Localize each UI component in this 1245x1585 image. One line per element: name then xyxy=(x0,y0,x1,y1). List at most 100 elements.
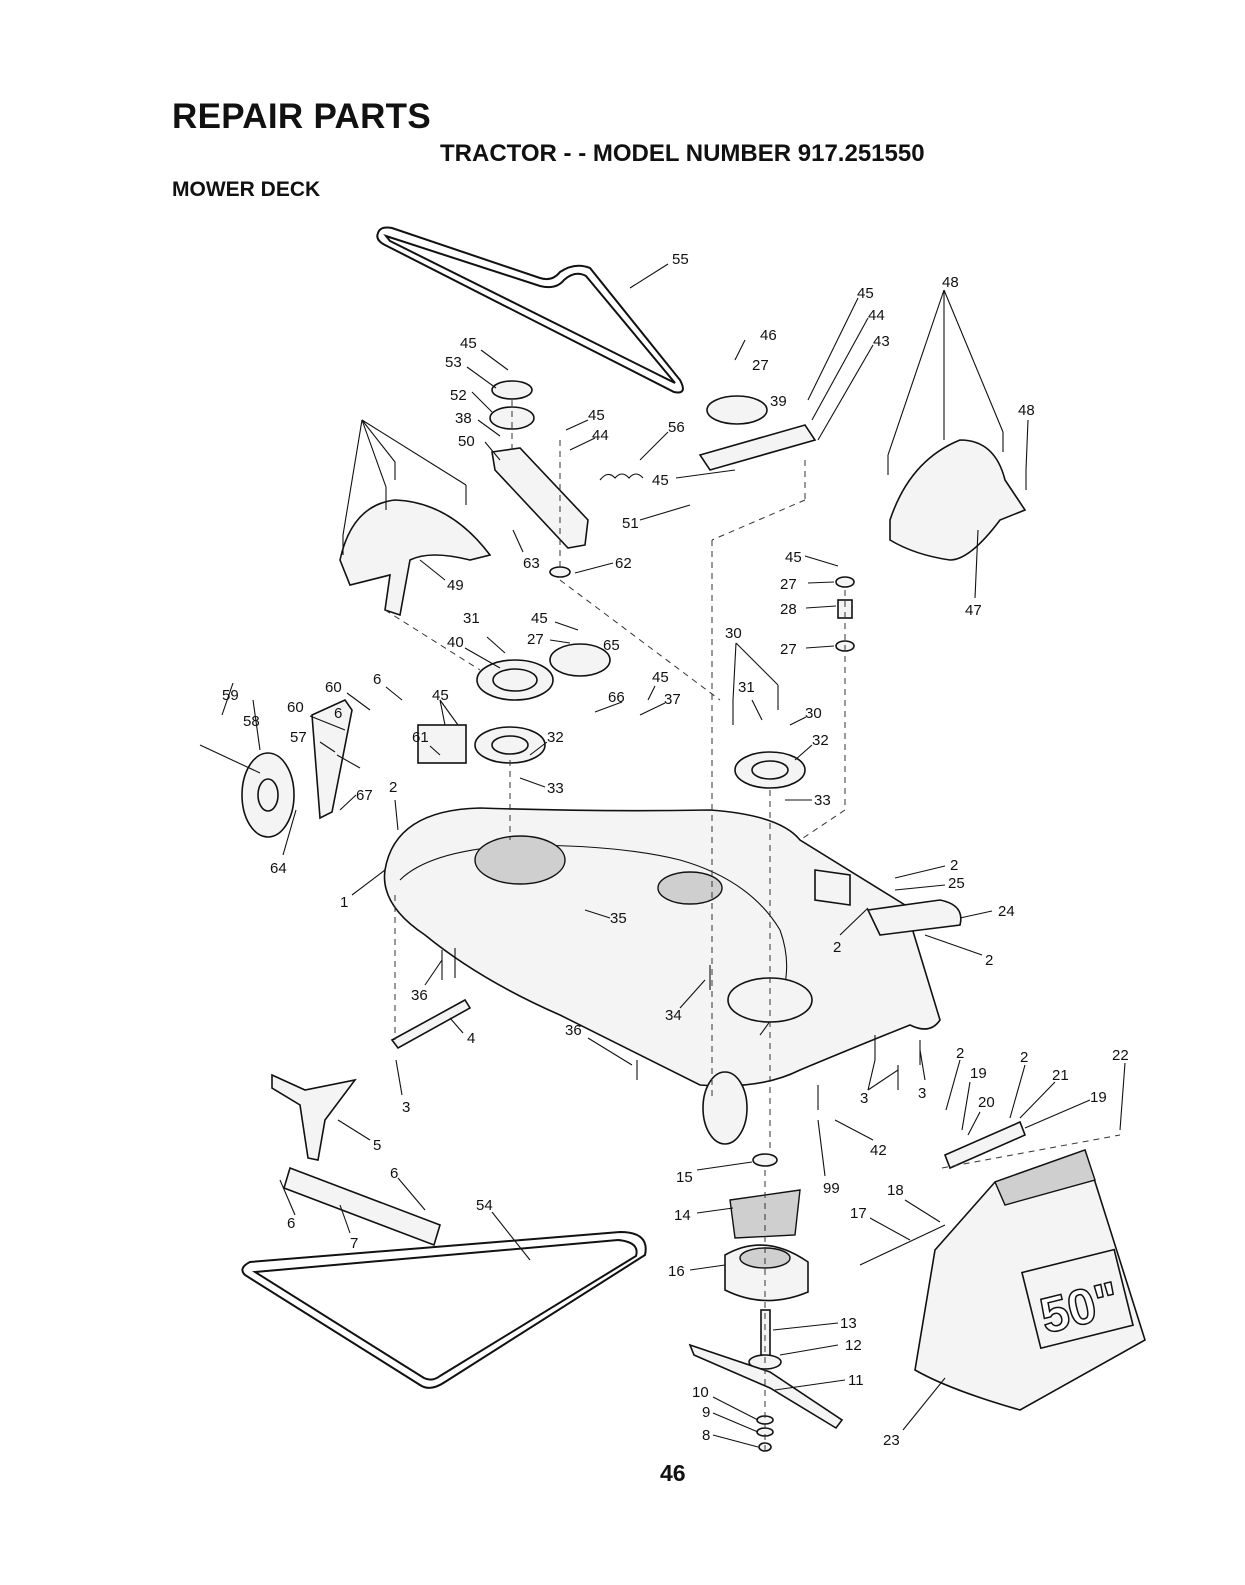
callout-56: 56 xyxy=(668,419,685,436)
callout-45: 45 xyxy=(531,610,548,627)
callout-38: 38 xyxy=(455,410,472,427)
callout-32: 32 xyxy=(547,729,564,746)
callout-6: 6 xyxy=(373,671,381,688)
assembly-lines xyxy=(384,400,1121,1450)
callout-24: 24 xyxy=(998,903,1015,920)
callout-23: 23 xyxy=(883,1432,900,1449)
callout-4: 4 xyxy=(467,1030,475,1047)
callout-30: 30 xyxy=(725,625,742,642)
callout-36: 36 xyxy=(411,987,428,1004)
bracket-5 xyxy=(271,1073,357,1161)
bearing-15 xyxy=(752,1153,778,1167)
callout-6: 6 xyxy=(334,705,342,722)
callout-27: 27 xyxy=(752,357,769,374)
callout-62: 62 xyxy=(615,555,632,572)
callout-48: 48 xyxy=(1018,402,1035,419)
callout-15: 15 xyxy=(676,1169,693,1186)
callout-14: 14 xyxy=(674,1207,691,1224)
section-heading: MOWER DECK xyxy=(172,178,321,201)
belt-upper xyxy=(376,226,684,394)
callout-21: 21 xyxy=(1052,1067,1069,1084)
callout-18: 18 xyxy=(887,1182,904,1199)
callout-42: 42 xyxy=(870,1142,887,1159)
callout-60: 60 xyxy=(325,679,342,696)
callout-46: 46 xyxy=(760,327,777,344)
callout-63: 63 xyxy=(523,555,540,572)
callout-30: 30 xyxy=(805,705,822,722)
callout-16: 16 xyxy=(668,1263,685,1280)
callout-53: 53 xyxy=(445,354,462,371)
callout-3: 3 xyxy=(918,1085,926,1102)
spring xyxy=(599,473,644,481)
callout-27: 27 xyxy=(527,631,544,648)
callout-5: 5 xyxy=(373,1137,381,1154)
callout-22: 22 xyxy=(1112,1047,1129,1064)
pulley-52 xyxy=(489,406,535,430)
washer-62 xyxy=(549,566,571,578)
deck-wheel-right xyxy=(702,1071,748,1145)
callout-34: 34 xyxy=(665,1007,682,1024)
pulley-53 xyxy=(491,380,533,400)
callout-45: 45 xyxy=(432,687,449,704)
callout-31: 31 xyxy=(738,679,755,696)
callout-31: 31 xyxy=(463,610,480,627)
callout-44: 44 xyxy=(592,427,609,444)
callout-32: 32 xyxy=(812,732,829,749)
callout-99: 99 xyxy=(823,1180,840,1197)
callout-35: 35 xyxy=(610,910,627,927)
callout-45: 45 xyxy=(652,669,669,686)
callout-3: 3 xyxy=(402,1099,410,1116)
bracket-61 xyxy=(417,724,467,764)
idler-bracket xyxy=(491,447,589,549)
callout-12: 12 xyxy=(845,1337,862,1354)
right-blade-housing xyxy=(889,439,1027,561)
callout-2: 2 xyxy=(1020,1049,1028,1066)
hardware-bolts xyxy=(342,420,1027,1110)
hinge-20 xyxy=(943,1120,1027,1170)
callout-50: 50 xyxy=(458,433,475,450)
callout-44: 44 xyxy=(868,307,885,324)
callout-11: 11 xyxy=(848,1372,864,1389)
callout-58: 58 xyxy=(243,713,260,730)
page-title: REPAIR PARTS xyxy=(172,97,431,136)
callout-10: 10 xyxy=(692,1384,709,1401)
callout-67: 67 xyxy=(356,787,373,804)
callout-55: 55 xyxy=(672,251,689,268)
callout-45: 45 xyxy=(588,407,605,424)
bar-7 xyxy=(283,1166,441,1247)
rod-17 xyxy=(859,1224,946,1266)
callout-36: 36 xyxy=(565,1022,582,1039)
callout-9: 9 xyxy=(702,1404,710,1421)
callout-51: 51 xyxy=(622,515,639,532)
link-4 xyxy=(390,998,472,1050)
callout-19: 19 xyxy=(970,1065,987,1082)
callout-45: 45 xyxy=(652,472,669,489)
idler-arm xyxy=(698,424,817,471)
callout-47: 47 xyxy=(965,602,982,619)
callout-2: 2 xyxy=(833,939,841,956)
callout-61: 61 xyxy=(412,729,429,746)
callout-6: 6 xyxy=(287,1215,295,1232)
callout-39: 39 xyxy=(770,393,787,410)
model-number-heading: TRACTOR - - MODEL NUMBER 917.251550 xyxy=(440,140,925,167)
callout-2: 2 xyxy=(985,952,993,969)
callout-1: 1 xyxy=(340,894,348,911)
callout-13: 13 xyxy=(840,1315,857,1332)
callout-33: 33 xyxy=(547,780,564,797)
callout-leaders xyxy=(221,263,1126,1448)
callout-17: 17 xyxy=(850,1205,867,1222)
callout-60: 60 xyxy=(287,699,304,716)
rear-baffle-24 xyxy=(866,899,962,936)
callout-2: 2 xyxy=(956,1045,964,1062)
callout-20: 20 xyxy=(978,1094,995,1111)
callout-6: 6 xyxy=(390,1165,398,1182)
callout-65: 65 xyxy=(603,637,620,654)
callout-64: 64 xyxy=(270,860,287,877)
blade xyxy=(688,1343,844,1430)
callout-48: 48 xyxy=(942,274,959,291)
callout-33: 33 xyxy=(814,792,831,809)
left-blade-housing xyxy=(339,499,492,617)
callout-45: 45 xyxy=(857,285,874,302)
callout-57: 57 xyxy=(290,729,307,746)
